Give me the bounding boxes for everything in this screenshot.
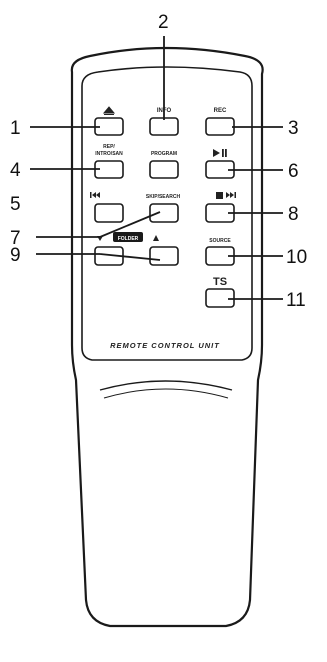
remote-body: [70, 46, 264, 628]
callout-lines: [30, 36, 283, 300]
callout-6: 6: [288, 161, 299, 182]
skip-back-button[interactable]: [94, 203, 124, 223]
folder-label: FOLDER: [118, 236, 139, 242]
skip-search-label: SKIP/SEARCH: [146, 194, 181, 200]
skip-forward-button[interactable]: [149, 203, 179, 223]
callout-10: 10: [286, 247, 307, 268]
callout-7: 7: [10, 228, 21, 249]
stop-icon: [216, 192, 223, 199]
callout-11: 11: [286, 290, 306, 311]
folder-up-button[interactable]: [149, 246, 179, 266]
skip-search-icon: [90, 192, 236, 198]
ts-label: TS: [213, 276, 227, 288]
callout-3: 3: [288, 118, 299, 139]
callout-1: 1: [10, 118, 21, 139]
callout-8: 8: [288, 204, 299, 225]
rec-button[interactable]: [205, 117, 235, 136]
callout-4: 4: [10, 160, 21, 181]
folder-up-icon: [153, 235, 159, 241]
eject-icon: [102, 106, 116, 115]
buttons: INFO REC REP/ INTRO/SAN PROGRAM SKIP/SEA…: [90, 106, 236, 308]
callout-line-9b: [99, 253, 161, 261]
intro-san-label: INTRO/SAN: [95, 151, 123, 157]
callout-line-7b: [99, 211, 161, 238]
play-pause-icon: [213, 149, 227, 157]
remote-brand-text: REMOTE CONTROL UNIT: [110, 341, 220, 350]
callout-9: 9: [10, 245, 21, 266]
program-button[interactable]: [149, 160, 179, 179]
ts-button[interactable]: [205, 288, 235, 308]
rep-label: REP/: [103, 144, 115, 150]
callout-5: 5: [10, 194, 21, 215]
rec-label: REC: [214, 108, 227, 114]
callout-numbers: 1 2 3 4 5 6 7 8 9 10 11: [10, 12, 307, 311]
info-button[interactable]: [149, 117, 179, 136]
callout-2: 2: [158, 12, 169, 33]
program-label: PROGRAM: [151, 151, 177, 157]
source-label: SOURCE: [209, 238, 231, 244]
folder-badge: [113, 232, 143, 242]
